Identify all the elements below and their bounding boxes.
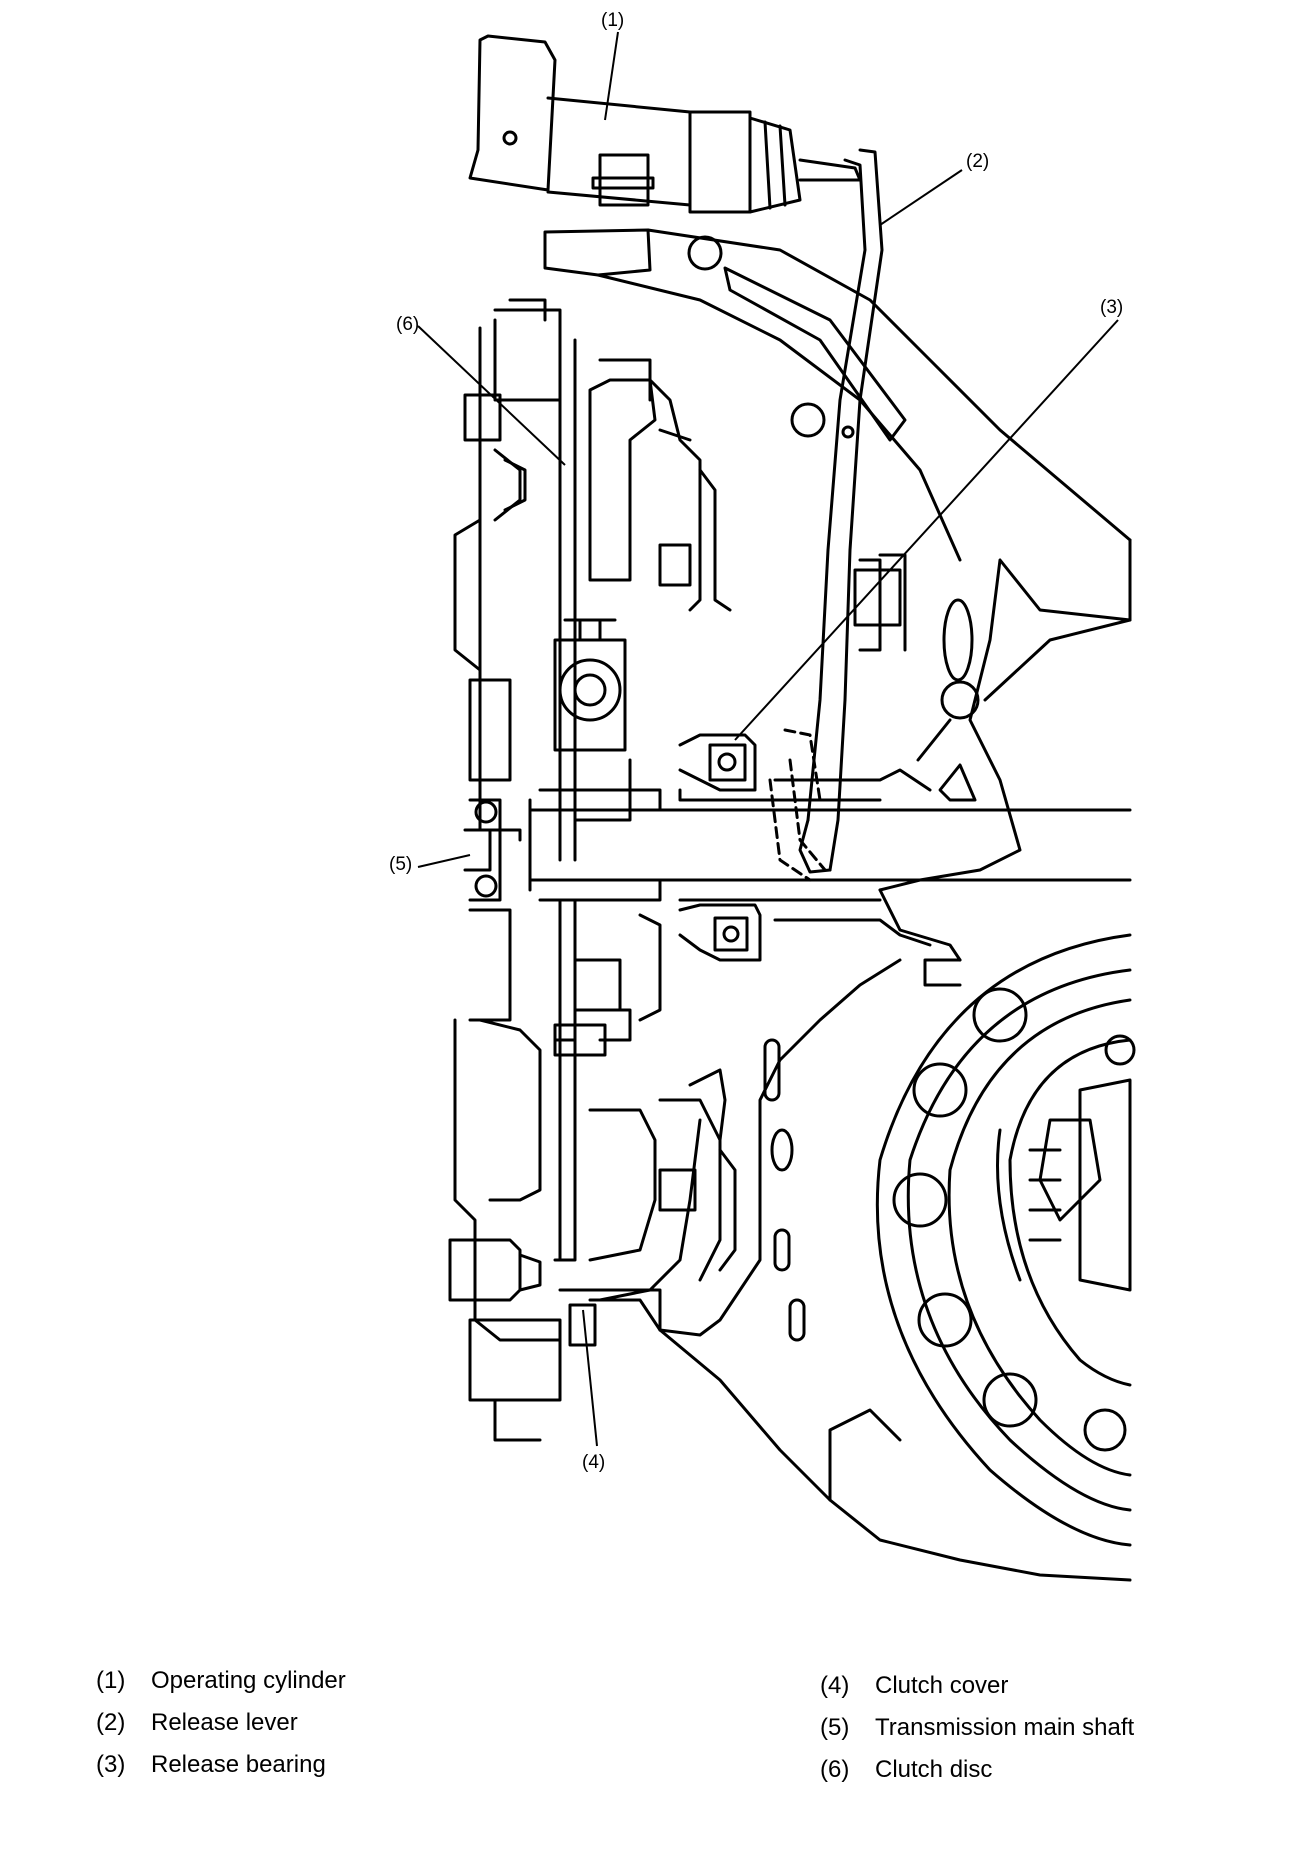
callout-6: (6) — [396, 314, 419, 335]
legend-item-operating-cylinder: (1) Operating cylinder — [96, 1660, 346, 1702]
callout-5: (5) — [389, 854, 412, 875]
operating-cylinder — [468, 34, 862, 214]
legend-number: (1) — [96, 1667, 126, 1694]
leader-line-2 — [879, 169, 963, 226]
clutch-assembly-lower — [453, 898, 737, 1342]
legend-number: (2) — [96, 1709, 126, 1736]
legend-item-transmission-main-shaft: (5) Transmission main shaft — [820, 1707, 1134, 1749]
legend-number: (4) — [820, 1672, 850, 1699]
legend-item-clutch-disc: (6) Clutch disc — [820, 1749, 1134, 1791]
release-bearing — [678, 733, 932, 962]
legend-item-release-bearing: (3) Release bearing — [96, 1744, 346, 1786]
leader-line-6 — [417, 325, 566, 466]
flywheel-gear — [658, 933, 1136, 1582]
legend-label: Release lever — [151, 1709, 298, 1736]
legend-item-release-lever: (2) Release lever — [96, 1702, 346, 1744]
callout-4: (4) — [582, 1452, 605, 1473]
clutch-cross-section-diagram: (1) (2) (3) (4) (5) (6) — [389, 10, 1136, 1582]
clutch-cover — [448, 1238, 662, 1442]
callout-3: (3) — [1100, 297, 1123, 318]
callout-2: (2) — [966, 151, 989, 172]
legend-left: (1) Operating cylinder (2) Release lever… — [96, 1660, 346, 1786]
leader-line-5 — [417, 854, 471, 868]
transmission-housing — [853, 538, 1132, 987]
cylinder-bracket — [543, 228, 1132, 562]
clutch-housing — [453, 298, 562, 842]
leader-line-4 — [582, 1309, 598, 1447]
legend-number: (6) — [820, 1756, 850, 1783]
leader-line-3 — [734, 319, 1119, 741]
legend-label: Transmission main shaft — [875, 1714, 1135, 1741]
leader-line-1 — [604, 31, 619, 121]
legend-item-clutch-cover: (4) Clutch cover — [820, 1665, 1134, 1707]
legend-label: Release bearing — [151, 1751, 326, 1778]
legend-label: Clutch disc — [875, 1756, 993, 1783]
legend-right: (4) Clutch cover (5) Transmission main s… — [820, 1665, 1134, 1791]
callout-1: (1) — [601, 10, 624, 31]
legend-number: (3) — [96, 1751, 126, 1778]
clutch-assembly-upper — [553, 318, 732, 862]
release-fork-tip — [768, 728, 827, 882]
housing-holes — [763, 1038, 806, 1342]
legend-number: (5) — [820, 1714, 850, 1741]
legend-label: Operating cylinder — [151, 1667, 346, 1694]
transmission-main-shaft — [463, 788, 1132, 902]
release-lever — [798, 148, 884, 874]
legend-label: Clutch cover — [875, 1672, 1009, 1699]
